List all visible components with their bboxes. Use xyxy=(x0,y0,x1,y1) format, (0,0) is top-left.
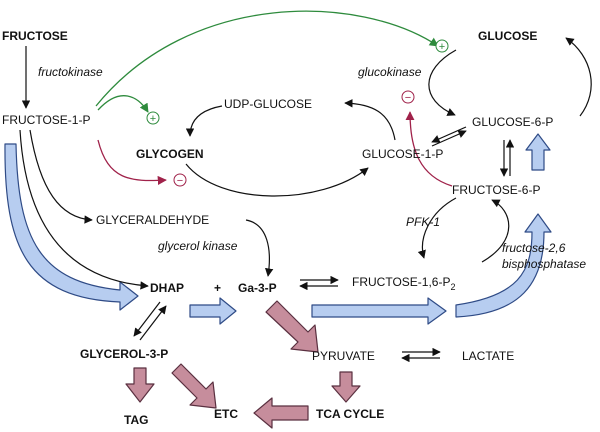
pink-arrow-g3p-to-etc xyxy=(171,363,217,409)
label-tca-cycle: TCA CYCLE xyxy=(316,407,384,421)
label-dhap: DHAP xyxy=(150,281,184,295)
label-bisphosphatase-line2: bisphosphatase xyxy=(502,257,586,271)
label-glucose: GLUCOSE xyxy=(478,29,537,43)
arrow-f1p-to-dhap xyxy=(19,129,149,290)
label-fructose-1-p: FRUCTOSE-1-P xyxy=(2,113,90,127)
label-fructose-16-p2-main: FRUCTOSE-1,6-P xyxy=(352,275,450,289)
arrow-glucose-to-g6p-loop xyxy=(428,49,457,116)
blue-arrow-up-to-f6p xyxy=(455,213,552,318)
regulation-arrows xyxy=(95,10,453,187)
inhibition-arc-glycogen xyxy=(97,139,167,185)
label-fructose: FRUCTOSE xyxy=(2,29,68,43)
label-tag: TAG xyxy=(124,413,148,427)
label-glucose-6-p: GLUCOSE-6-P xyxy=(472,115,553,129)
regulation-signs: + + − − xyxy=(146,39,449,187)
plus-sign-glycogen-text: + xyxy=(150,113,156,125)
blue-arrow-f6p-to-g6p xyxy=(525,133,551,171)
blue-arrow-dhap-to-ga3p xyxy=(189,297,237,325)
pink-arrow-tca-to-etc xyxy=(253,397,309,429)
label-glycerol-3-p: GLYCEROL-3-P xyxy=(80,347,168,361)
pink-arrow-ga3p-to-pyruvate xyxy=(265,300,319,353)
label-lactate: LACTATE xyxy=(462,349,514,363)
label-glycogen: GLYCOGEN xyxy=(136,147,204,161)
plus-sign-glucokinase xyxy=(435,39,449,53)
label-pyruvate: PYRUVATE xyxy=(312,349,375,363)
blue-arrow-ga3p-right xyxy=(311,297,447,325)
minus-sign-glucokinase xyxy=(401,90,415,104)
label-glycerol-kinase: glycerol kinase xyxy=(158,239,238,253)
label-bisphosphatase-line1: fructose-2,6 xyxy=(502,241,566,255)
activation-arc-glycogen xyxy=(97,95,149,113)
activation-arc-glucokinase xyxy=(95,10,439,107)
arrow-f16p2-to-f6p xyxy=(481,199,510,263)
plus-sign-glycogen xyxy=(146,111,160,125)
arrow-g6p-to-glucose-loop xyxy=(565,37,592,117)
blue-flux-arrows xyxy=(4,133,552,325)
pink-arrow-g3p-to-tag xyxy=(125,367,155,403)
label-plus: + xyxy=(214,281,221,295)
arrow-g6p-to-g1p xyxy=(431,126,467,143)
arrow-g1p-to-udpglucose xyxy=(344,99,396,141)
label-fructose-6-p: FRUCTOSE-6-P xyxy=(452,183,540,197)
label-fructokinase: fructokinase xyxy=(38,65,103,79)
label-udp-glucose: UDP-GLUCOSE xyxy=(224,97,312,111)
arrow-f1p-to-glyceraldehyde xyxy=(29,129,93,224)
label-fructose-16-p2: FRUCTOSE-1,6-P2 xyxy=(352,275,455,292)
label-glucokinase: glucokinase xyxy=(358,65,422,79)
arrow-g3p-to-dhap xyxy=(139,305,167,341)
labels: FRUCTOSE fructokinase FRUCTOSE-1-P GLUCO… xyxy=(2,29,586,427)
arrow-g1p-to-g6p xyxy=(431,130,467,147)
pink-arrow-pyruvate-to-tca xyxy=(331,371,361,403)
label-etc: ETC xyxy=(214,407,238,421)
label-fructose-16-p2-sub: 2 xyxy=(450,282,455,292)
pink-flux-arrows xyxy=(125,300,361,429)
arrow-dhap-to-g3p xyxy=(133,301,161,337)
arrow-udpglucose-to-glycogen xyxy=(185,105,223,137)
label-ga3p: Ga-3-P xyxy=(238,281,277,295)
arrow-glycogen-to-g1p xyxy=(185,163,369,197)
label-glucose-1-p: GLUCOSE-1-P xyxy=(362,147,443,161)
arrow-glyceraldehyde-to-ga3p xyxy=(245,219,274,277)
blue-arrow-f1p-to-dhap xyxy=(4,143,139,311)
minus-sign-glucokinase-text: − xyxy=(405,92,411,104)
label-pfk1: PFK-1 xyxy=(406,215,440,229)
arrow-f6p-to-f16p2 xyxy=(417,197,457,259)
inhibition-arc-glucokinase xyxy=(405,111,453,187)
label-glyceraldehyde: GLYCERALDEHYDE xyxy=(96,213,209,227)
plus-sign-glucokinase-text: + xyxy=(439,41,445,53)
minus-sign-glycogen xyxy=(173,173,187,187)
minus-sign-glycogen-text: − xyxy=(177,175,183,187)
reaction-arrows xyxy=(19,37,592,363)
